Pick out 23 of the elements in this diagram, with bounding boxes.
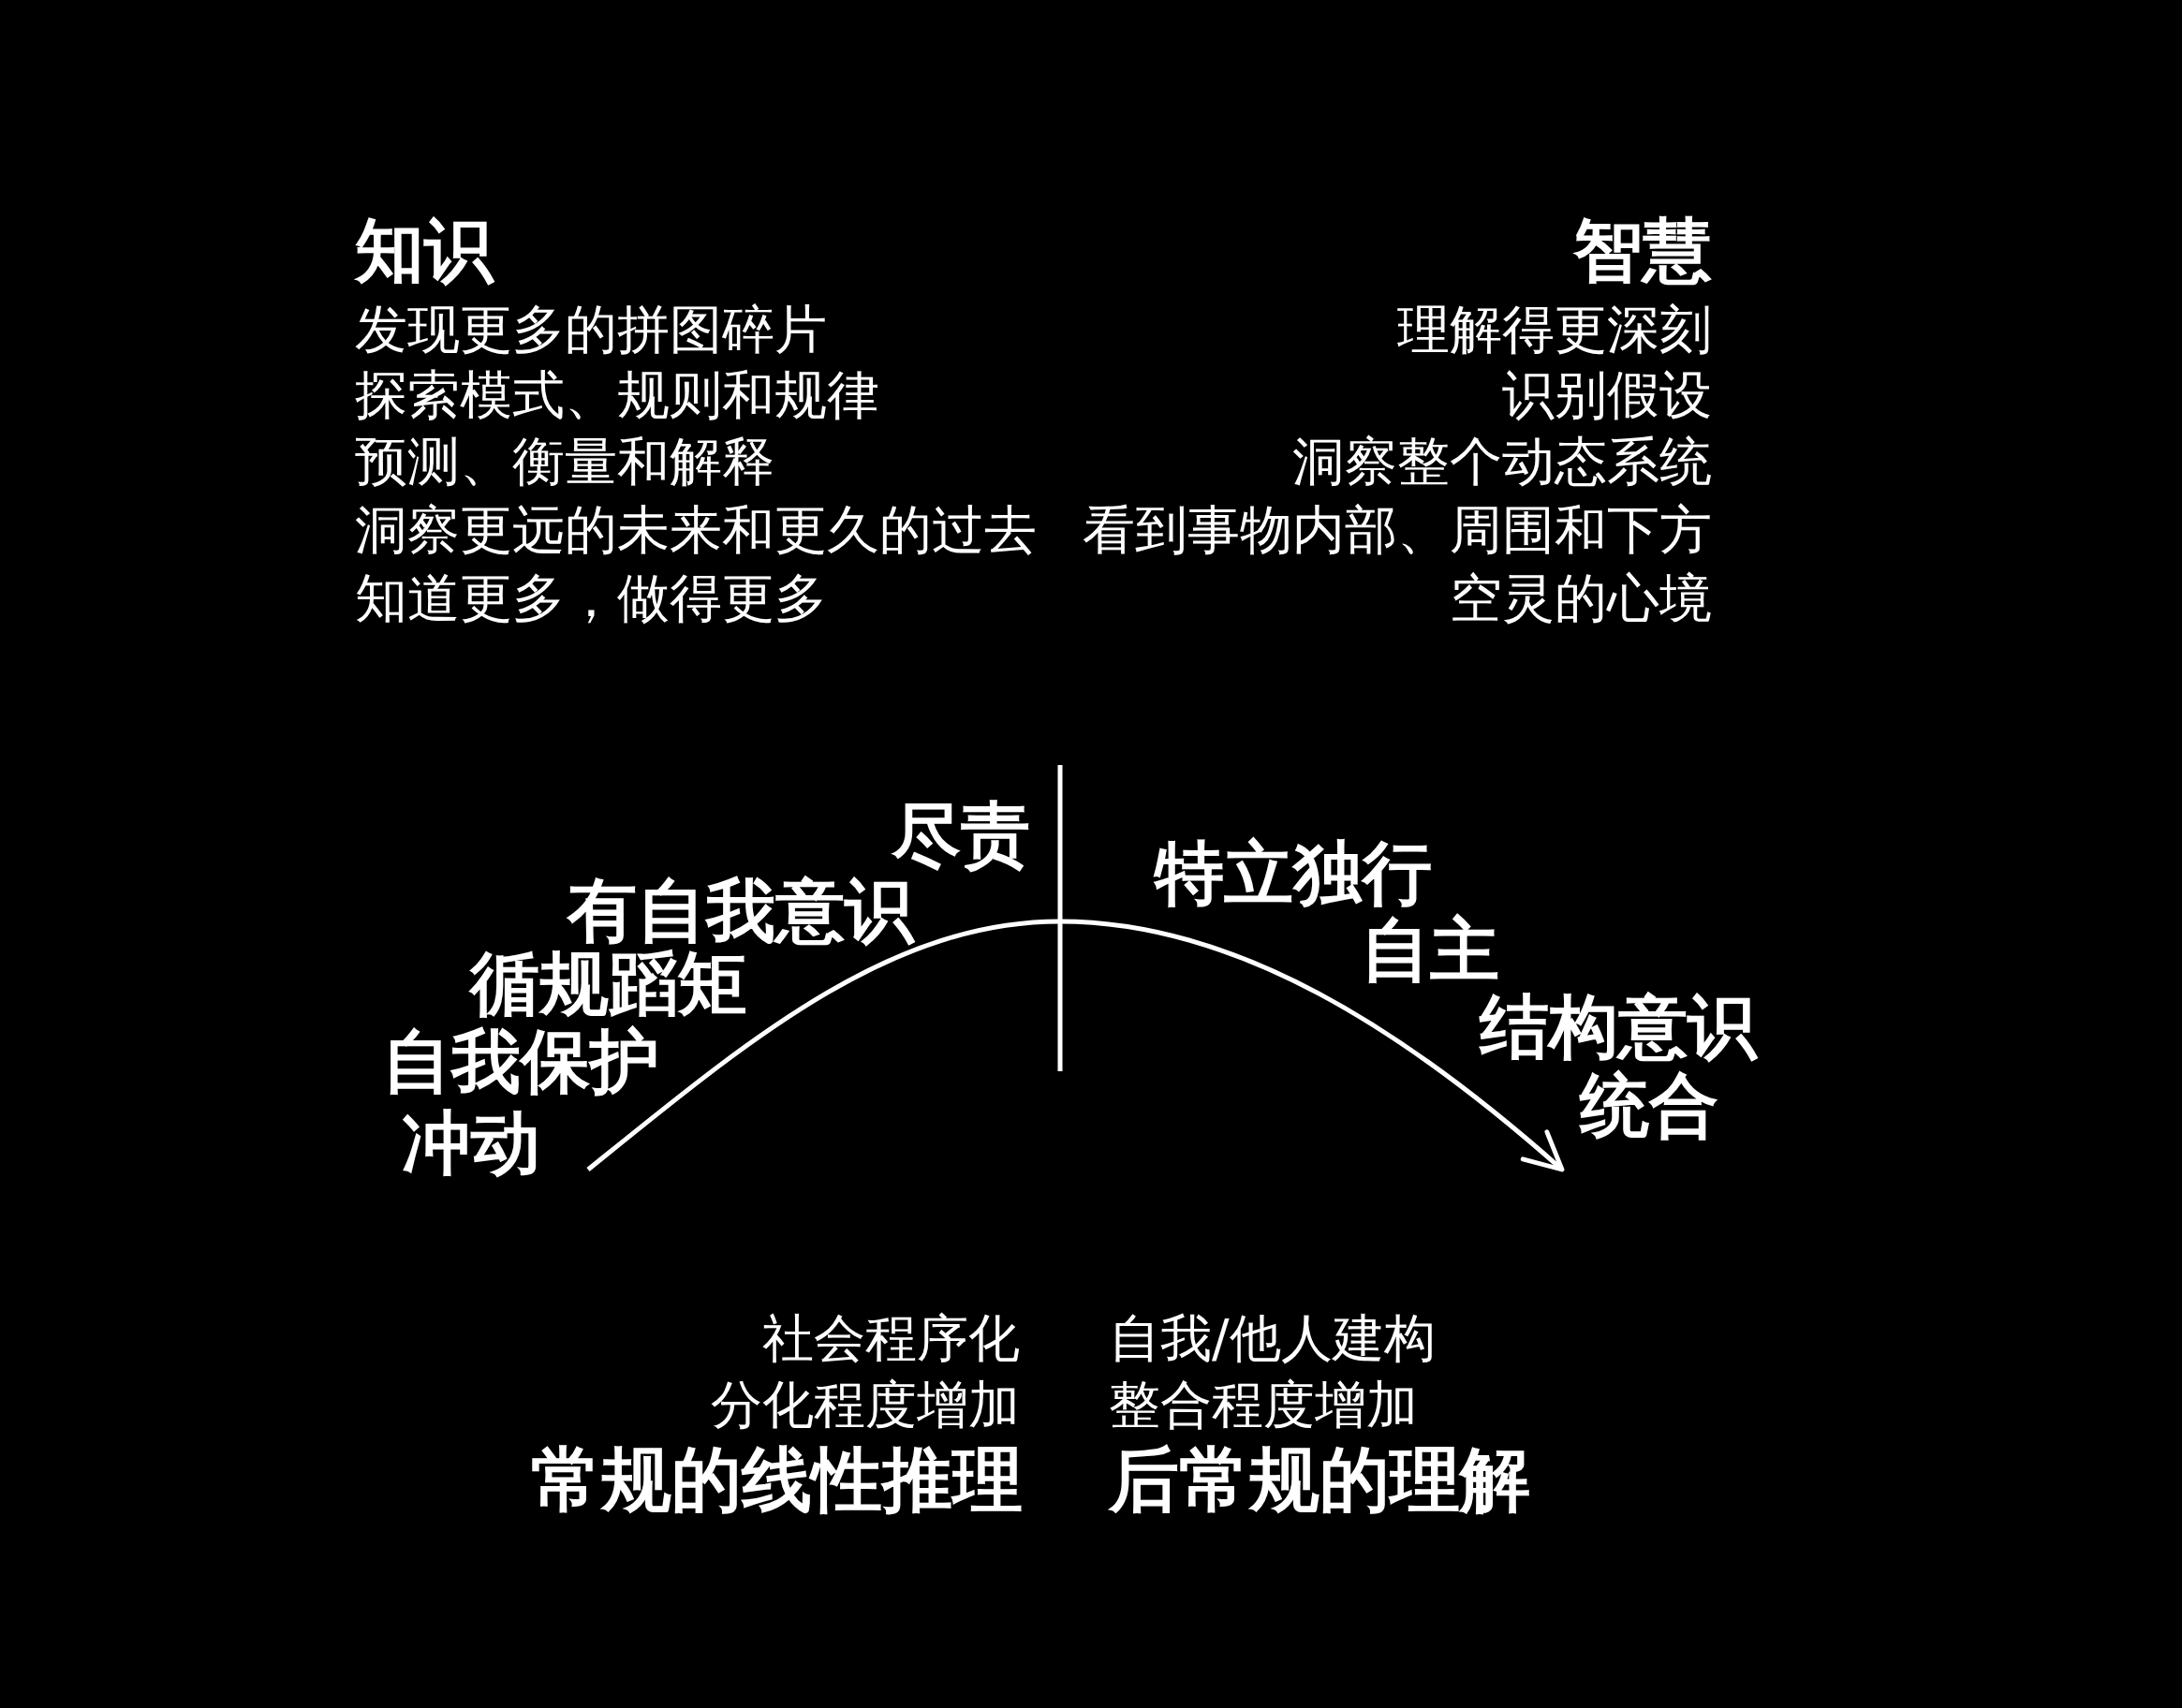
text-line: 洞察整个动态系统 bbox=[1292, 431, 1712, 493]
text-line: 探索模式、规则和规律 bbox=[355, 364, 879, 426]
text-line: 发现更多的拼图碎片 bbox=[355, 299, 827, 361]
text-line: 识别假设 bbox=[1502, 364, 1712, 426]
stage-label: 尽责 bbox=[892, 795, 1030, 876]
text-line: 洞察更远的未来和更久的过去 bbox=[355, 499, 1037, 561]
column-heading: 智慧 bbox=[1573, 211, 1712, 291]
stage-label: 循规蹈矩 bbox=[470, 944, 747, 1024]
summary-heading: 常规的线性推理 bbox=[531, 1438, 1023, 1521]
text-line: 预测、衡量和解释 bbox=[355, 431, 774, 493]
text-line: 空灵的心境 bbox=[1450, 567, 1712, 629]
summary-heading: 后常规的理解 bbox=[1109, 1438, 1530, 1521]
column-heading: 知识 bbox=[355, 211, 494, 291]
stage-label: 冲动 bbox=[402, 1103, 540, 1184]
stage-label: 自我保护 bbox=[382, 1022, 659, 1102]
summary-line: 整合程度增加 bbox=[1109, 1376, 1418, 1436]
text-line: 看到事物内部、周围和下方 bbox=[1083, 499, 1712, 561]
summary-line: 分化程度增加 bbox=[711, 1376, 1020, 1436]
text-line: 知道更多，做得更多 bbox=[355, 567, 827, 629]
stage-label: 统合 bbox=[1580, 1066, 1718, 1146]
summary-line: 自我/他人建构 bbox=[1109, 1309, 1436, 1369]
text-line: 理解得更深刻 bbox=[1397, 299, 1712, 361]
summary-line: 社会程序化 bbox=[762, 1309, 1020, 1369]
